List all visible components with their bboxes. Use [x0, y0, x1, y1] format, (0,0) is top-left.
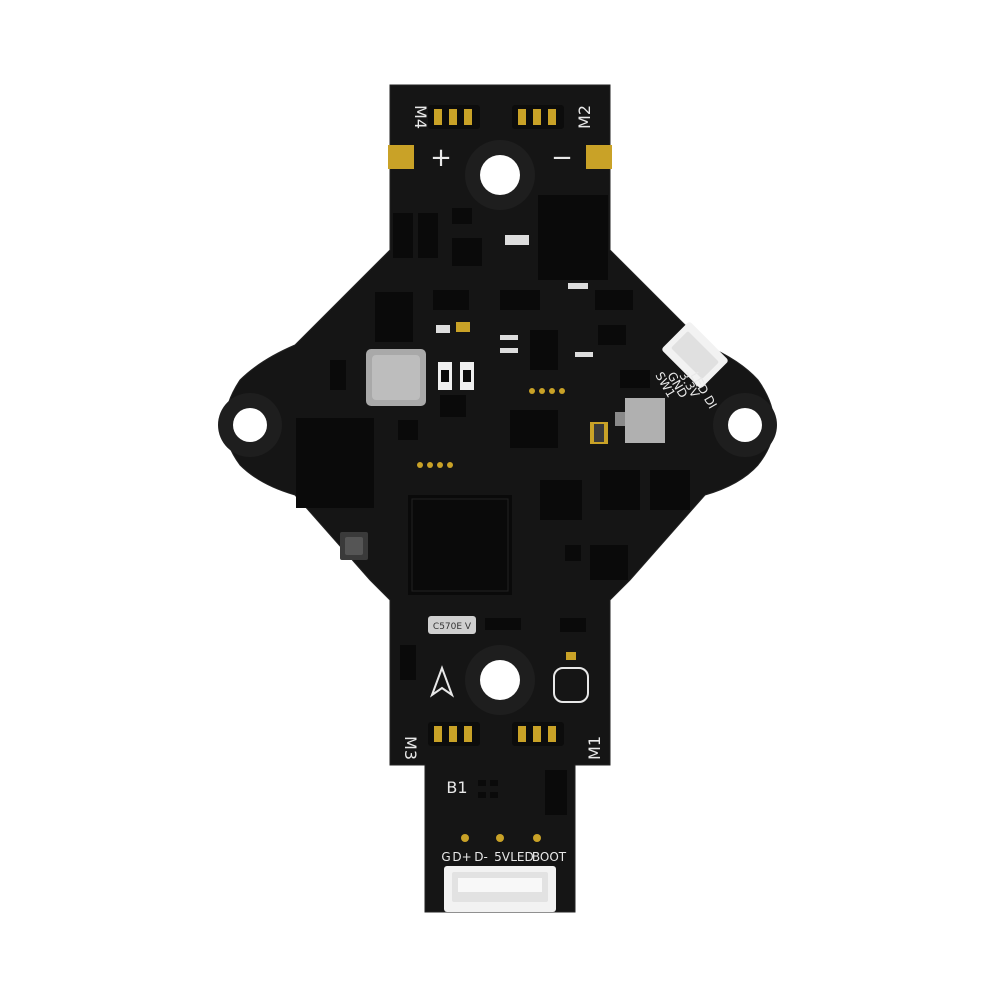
battery-pad-positive — [388, 145, 414, 169]
label-dplus: D+ — [452, 850, 471, 864]
test-pads-lower — [417, 462, 453, 468]
led-connector — [662, 322, 728, 388]
gyro-chip — [296, 418, 374, 508]
label-dminus: D- — [474, 850, 488, 864]
label-5v: 5V — [494, 850, 511, 864]
label-m4: M4 — [411, 105, 430, 129]
usb-header-pads — [461, 834, 541, 842]
mounting-hole-top — [465, 140, 535, 210]
motor-pads-m3 — [428, 722, 480, 746]
crystal — [428, 616, 476, 634]
mounting-hole-bottom — [465, 645, 535, 715]
mounting-hole-left — [218, 393, 282, 457]
crystal-marking: C570E V — [433, 622, 472, 632]
voltage-regulator — [625, 398, 665, 443]
label-b1: B1 — [446, 778, 467, 797]
logo-badge — [553, 667, 589, 703]
motor-pads-m1 — [512, 722, 564, 746]
motor-pads-m2 — [512, 105, 564, 129]
mcu-chip — [408, 495, 512, 595]
receiver-chip — [510, 410, 558, 448]
label-m1: M1 — [585, 736, 604, 760]
usb-connector — [444, 866, 556, 912]
battery-pad-negative — [586, 145, 612, 169]
motor-pads-m4 — [428, 105, 480, 129]
label-led: LED — [510, 850, 534, 864]
label-g: G — [441, 850, 450, 864]
mosfet-chip — [538, 195, 608, 280]
label-boot: BOOT — [532, 850, 567, 864]
label-m2: M2 — [575, 105, 594, 129]
label-m3: M3 — [401, 736, 420, 760]
direction-arrow — [429, 665, 455, 698]
mounting-hole-right — [713, 393, 777, 457]
test-pads-center — [529, 388, 565, 394]
label-plus: + — [430, 143, 452, 173]
label-minus: − — [551, 143, 573, 173]
